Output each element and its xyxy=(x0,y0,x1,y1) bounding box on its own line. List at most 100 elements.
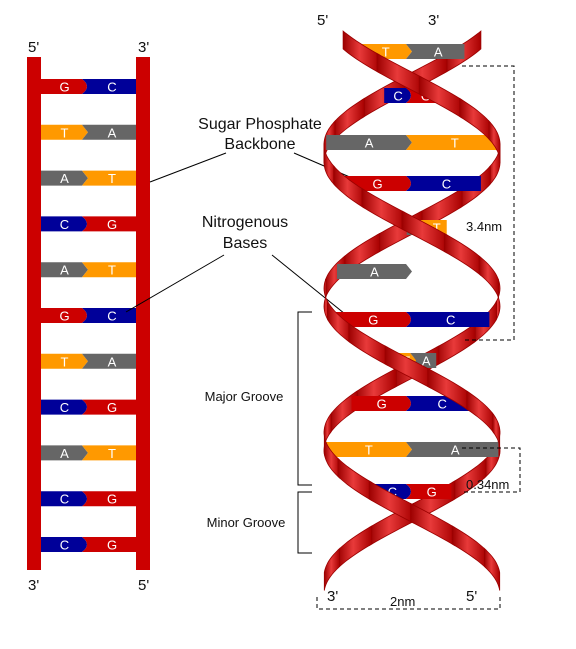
base-a-block xyxy=(41,170,88,186)
base-letter: C xyxy=(107,309,116,324)
ladder-bottom-right-end: 5' xyxy=(138,577,149,594)
base-c-block xyxy=(406,312,490,327)
base-letter: C xyxy=(60,400,69,415)
helix-strand-b-segment xyxy=(333,164,365,209)
ladder-top-left-end: 5' xyxy=(28,39,39,56)
base-t-block xyxy=(325,442,412,457)
base-letter: A xyxy=(60,171,69,186)
base-letter: C xyxy=(393,89,402,104)
minor-groove-bracket xyxy=(297,491,312,554)
bases-label-line2: Bases xyxy=(223,235,267,252)
base-letter: C xyxy=(388,485,397,500)
ladder-top-right-end: 3' xyxy=(138,39,149,56)
base-g-block xyxy=(351,396,411,411)
base-letter: G xyxy=(377,397,387,412)
base-letter: G xyxy=(107,400,117,415)
base-letter: A xyxy=(60,446,69,461)
base-letter: G xyxy=(59,309,69,324)
base-c-block xyxy=(406,176,481,191)
ladder-bottom-left-end: 3' xyxy=(28,577,39,594)
helix-strand-b-segment xyxy=(435,322,476,367)
base-letter: T xyxy=(451,136,459,151)
base-letter: G xyxy=(368,313,378,328)
backbone-pointer-right xyxy=(293,152,353,179)
width-label: 2nm xyxy=(390,594,415,609)
helix-strand-b-segment xyxy=(451,525,487,569)
base-t-block xyxy=(82,170,136,186)
ladder-right-backbone xyxy=(136,57,150,570)
minor-groove-label: Minor Groove xyxy=(207,515,286,530)
helix-top-left-end: 5' xyxy=(317,12,328,29)
callouts: Sugar Phosphate Backbone Nitrogenous Bas… xyxy=(125,116,353,554)
base-a-block xyxy=(337,264,412,279)
base-g-block xyxy=(41,308,87,323)
base-letter: G xyxy=(107,538,117,553)
helix-strand-b-segment xyxy=(361,187,406,232)
base-letter: A xyxy=(365,136,374,151)
base-a-block xyxy=(41,445,88,461)
ladder-left-backbone xyxy=(27,57,41,570)
base-letter: T xyxy=(61,125,69,140)
helix-strand-b-segment xyxy=(443,232,482,277)
base-c-block xyxy=(41,491,87,507)
base-g-block xyxy=(41,79,87,94)
rise-label: 0.34nm xyxy=(466,477,509,492)
measurements: 3.4nm 0.34nm 2nm xyxy=(316,65,521,610)
base-a-block xyxy=(82,353,136,369)
helix-strand-a-segment xyxy=(459,97,491,142)
base-t-block xyxy=(41,124,88,140)
base-g-block xyxy=(82,399,136,415)
base-g-block xyxy=(82,216,136,232)
base-c-block xyxy=(384,88,411,103)
major-groove-label: Major Groove xyxy=(205,389,284,404)
base-c-block xyxy=(82,308,136,323)
backbone-label-line1: Sugar Phosphate xyxy=(198,116,322,133)
pitch-label: 3.4nm xyxy=(466,219,502,234)
base-letter: C xyxy=(60,538,69,553)
base-a-block xyxy=(41,262,88,278)
base-letter: G xyxy=(107,217,117,232)
base-letter: T xyxy=(365,443,373,458)
helix-strand-a-segment xyxy=(342,30,381,74)
base-letter: C xyxy=(107,80,116,95)
helix-strand-b-segment xyxy=(333,97,365,142)
base-a-block xyxy=(326,135,412,150)
base-letter: G xyxy=(372,177,382,192)
helix-strand-a-segment xyxy=(323,547,340,591)
bases-pointer-right xyxy=(271,254,351,319)
base-t-block xyxy=(41,353,88,369)
bases-label-line1: Nitrogenous xyxy=(202,214,288,231)
backbone-pointer-left xyxy=(149,152,227,183)
base-letter: C xyxy=(438,397,447,412)
helix-strand-a-segment xyxy=(466,390,495,435)
helix-strand-a-segment xyxy=(488,119,501,163)
helix-strand-b-segment xyxy=(478,255,499,299)
base-letter: T xyxy=(433,221,441,236)
helix-strand-a-segment xyxy=(418,75,463,119)
major-groove-bracket xyxy=(297,311,312,486)
helix-strand-a-segment xyxy=(348,322,389,367)
helix-strand-b-segment xyxy=(484,547,501,591)
base-letter: A xyxy=(108,125,117,140)
base-letter: A xyxy=(370,265,379,280)
base-letter: T xyxy=(108,171,116,186)
helix-strand-a-segment xyxy=(492,412,501,456)
helix-strand-a-segment xyxy=(327,300,352,344)
helix-top-right-end: 3' xyxy=(428,12,439,29)
helix-bottom-right-end: 5' xyxy=(466,588,477,605)
